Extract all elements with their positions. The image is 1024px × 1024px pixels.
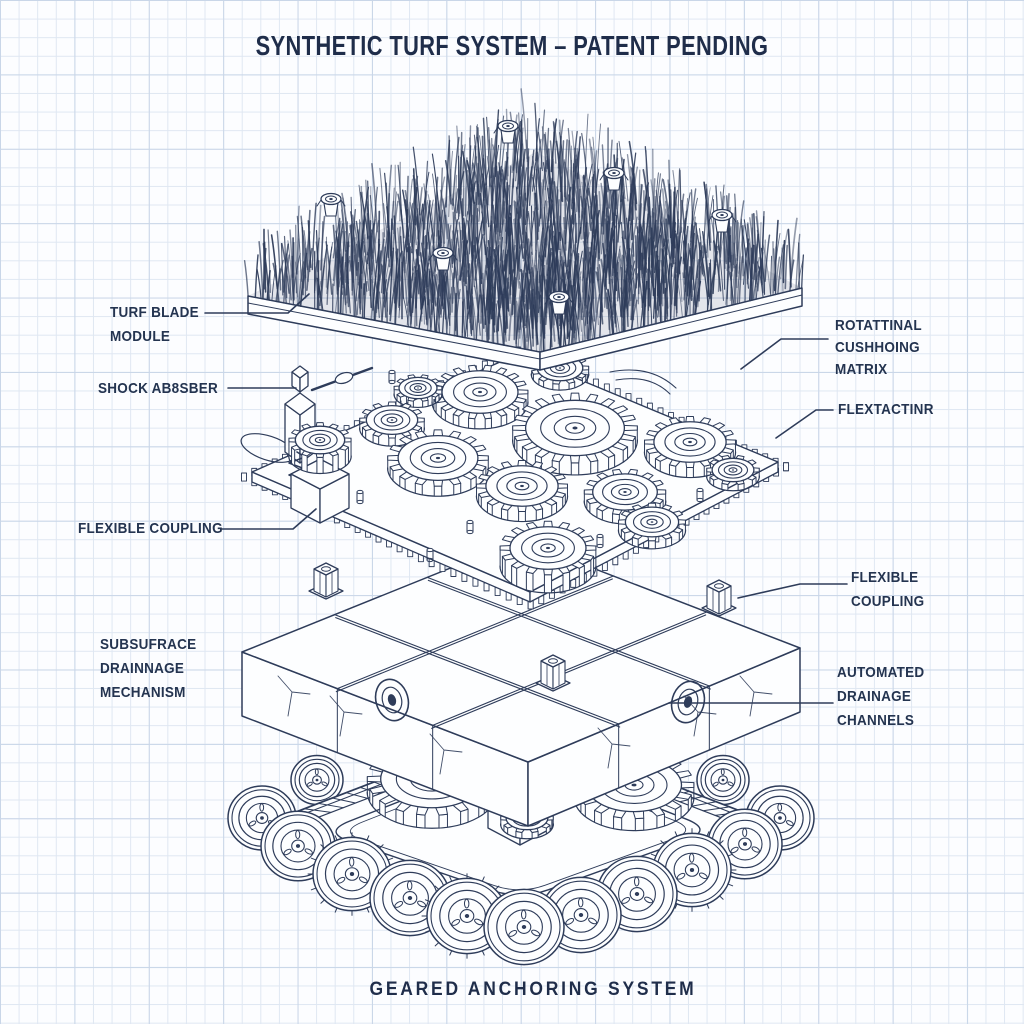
leader-lines: [204, 293, 848, 704]
leader-line: [740, 338, 829, 370]
callout-line: FLEXIBLE: [851, 569, 919, 586]
leader-line: [221, 508, 317, 530]
callout-flextactinr: FLEXTACTINR: [838, 398, 934, 422]
leader-line: [775, 409, 834, 439]
callout-line: COUPLING: [851, 593, 925, 610]
callout-line: SHOCK AB8SBER: [98, 380, 219, 397]
callout-rotational-cushioning-matrix: ROTATTINAL CUSHHOING MATRIX: [835, 315, 922, 381]
callout-line: MODULE: [110, 328, 171, 345]
callout-line: SUBSUFRACE: [100, 636, 197, 653]
callout-line: AUTOMATED: [837, 664, 925, 681]
callout-line: CHANNELS: [837, 712, 915, 729]
callout-line: MECHANISM: [100, 684, 186, 701]
callout-line: ROTATTINAL: [835, 317, 922, 334]
turf-blade-module: [243, 88, 805, 371]
leader-line: [737, 583, 848, 599]
rotational-cushioning-gear-matrix: [240, 346, 789, 610]
callout-flexible-coupling-right: FLEXIBLE COUPLING: [851, 566, 924, 614]
footer-label: GEARED ANCHORING SYSTEM: [369, 979, 697, 1000]
callout-subsurface-drainage-mechanism: SUBSUFRACE DRAINNAGE MECHANISM: [100, 633, 196, 705]
callout-line: DRAINNAGE: [100, 660, 185, 677]
callout-line: TURF BLADE: [110, 304, 199, 321]
leader-line: [204, 293, 310, 314]
callout-line: MATRIX: [835, 361, 888, 378]
callout-line: FLEXIBLE COUPLING: [78, 520, 223, 537]
callout-line: CUSHHOING: [835, 339, 920, 356]
subsurface-drainage-tiles: [241, 539, 801, 827]
callout-automated-drainage-channels: AUTOMATED DRAINAGE CHANNELS: [837, 661, 924, 733]
page-title: SYNTHETIC TURF SYSTEM – PATENT PENDING: [255, 30, 769, 61]
callout-line: DRAINAGE: [837, 688, 912, 705]
callout-line: FLEXTACTINR: [838, 401, 934, 418]
callout-flexible-coupling-left: FLEXIBLE COUPLING: [78, 517, 223, 541]
callout-turf-blade-module: TURF BLADE MODULE: [110, 301, 199, 349]
callout-shock-absorber: SHOCK AB8SBER: [98, 377, 218, 401]
